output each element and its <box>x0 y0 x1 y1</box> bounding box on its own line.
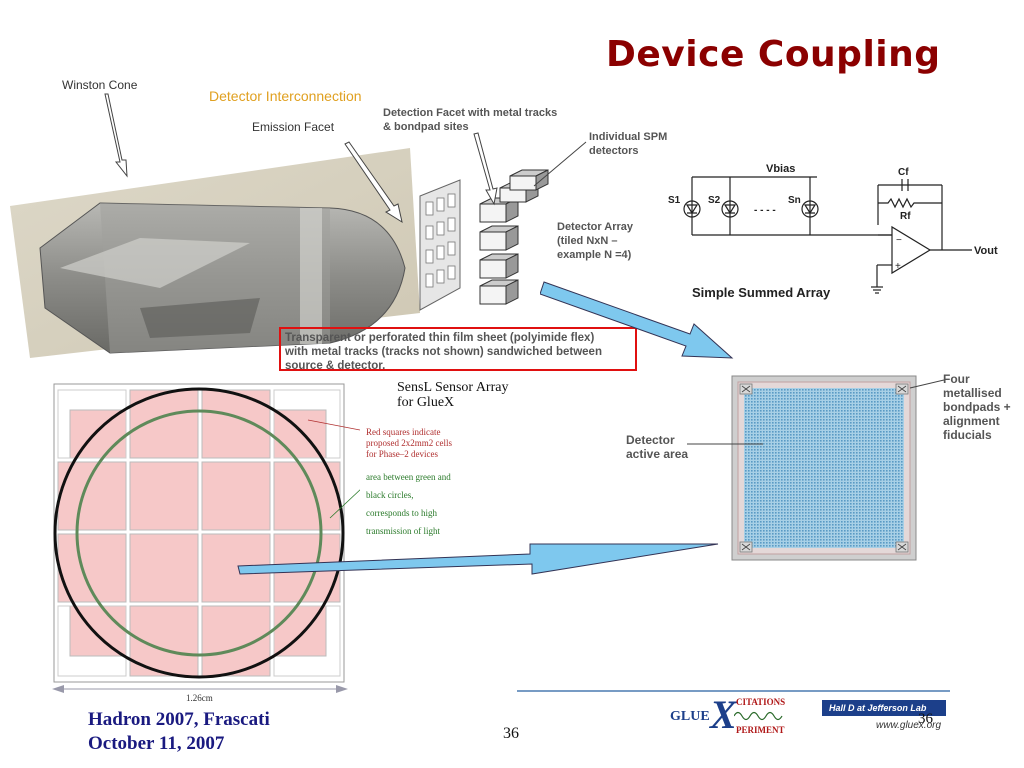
page-number-overlay: 36 <box>918 711 933 727</box>
s1-label: S1 <box>668 195 681 206</box>
footer-event: Hadron 2007, Frascati October 11, 2007 <box>88 709 270 754</box>
page-title: Device Coupling <box>606 34 941 75</box>
detector-array-label: Detector Array (tiled NxN – example N =4… <box>557 221 634 261</box>
svg-text:−: − <box>896 235 902 246</box>
bondpads-pointer <box>909 379 945 389</box>
cf-label: Cf <box>898 167 909 178</box>
individual-spm-pointer <box>533 141 587 187</box>
page-number: 36 <box>503 725 519 742</box>
gluex-x-text: X <box>710 692 737 737</box>
gluex-citations-text: CITATIONS <box>736 697 786 707</box>
rf-label: Rf <box>900 211 911 222</box>
hall-d-text: Hall D at Jefferson Lab <box>829 703 927 713</box>
emission-facet-label: Emission Facet <box>252 120 335 134</box>
perforated-sheet <box>419 179 461 311</box>
detector-array-stack <box>479 169 549 305</box>
green-circles-note: area between green and black circles, co… <box>366 472 451 536</box>
winston-cone-label: Winston Cone <box>62 78 138 92</box>
gluex-glue-text: GLUE <box>670 709 710 724</box>
winston-cone-photo <box>10 148 420 358</box>
film-sheet-note: Transparent or perforated thin film shee… <box>279 327 637 372</box>
blue-arrow-bottom <box>237 543 719 575</box>
sn-label: Sn <box>788 195 801 206</box>
winston-cone-arrow <box>104 93 128 178</box>
vbias-label: Vbias <box>766 163 795 175</box>
dashes-label: - - - - <box>754 205 776 216</box>
detector-active-area-label: Detector active area <box>626 433 689 461</box>
blue-arrow-top <box>540 281 734 359</box>
bondpads-label: Four metallised bondpads + alignment fid… <box>943 372 1011 442</box>
dimension-arrow <box>52 685 348 693</box>
footer-rule <box>517 690 950 692</box>
summed-array-circuit: − + Vbias S1 S2 Sn - - - - Cf Rf Vout Si… <box>668 163 998 300</box>
vout-label: Vout <box>974 245 998 257</box>
circuit-caption: Simple Summed Array <box>692 285 831 300</box>
individual-spm-label: Individual SPM detectors <box>589 131 668 157</box>
svg-text:+: + <box>895 261 901 272</box>
detector-interconnection-label: Detector Interconnection <box>209 88 362 104</box>
wave-icon <box>734 711 783 721</box>
red-squares-note: Red squares indicate proposed 2x2mm2 cel… <box>366 427 452 459</box>
dimension-label: 1.26cm <box>186 693 213 703</box>
sensl-array-title: SensL Sensor Array for GlueX <box>397 380 509 410</box>
s2-label: S2 <box>708 195 721 206</box>
detection-facet-label: Detection Facet with metal tracks & bond… <box>383 107 558 133</box>
detection-facet-arrow <box>473 132 498 206</box>
active-area-pointer <box>687 443 763 445</box>
gluex-logo: GLUE X CITATIONS PERIMENT <box>670 692 800 741</box>
hall-d-badge: Hall D at Jefferson Lab <box>822 700 946 716</box>
detector-chip <box>731 375 917 561</box>
gluex-url: www.gluex.org <box>876 720 942 731</box>
emission-facet-arrow <box>344 141 403 224</box>
gluex-periment-text: PERIMENT <box>736 725 785 735</box>
